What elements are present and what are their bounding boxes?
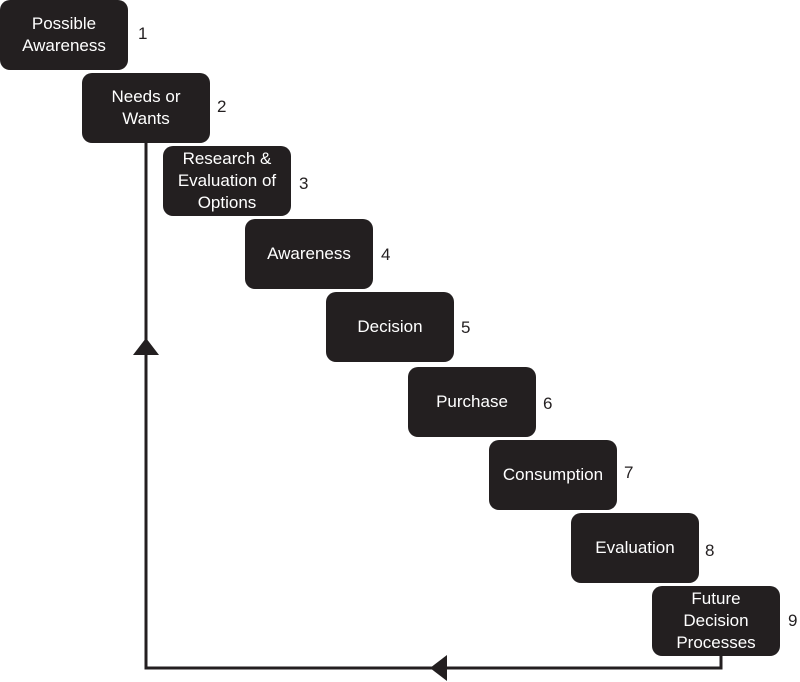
- step-number: 7: [624, 463, 634, 482]
- step-label: Purchase: [436, 392, 508, 411]
- step-label: Consumption: [502, 465, 604, 484]
- step-number: 4: [381, 245, 391, 264]
- step-box-research-evaluation: Research & Evaluation of Options: [163, 146, 291, 216]
- step-label: Needs or Wants: [111, 87, 181, 128]
- arrow-up-icon: [133, 338, 159, 355]
- step-number: 8: [705, 541, 715, 560]
- step-box-evaluation: Evaluation: [571, 513, 699, 583]
- step-number: 9: [788, 611, 798, 630]
- step-box-decision: Decision: [326, 292, 454, 362]
- step-box-needs-or-wants: Needs or Wants: [82, 73, 210, 143]
- step-number: 2: [217, 97, 227, 116]
- arrow-left-icon: [430, 655, 447, 681]
- step-box-future-decision-processes: Future Decision Processes: [652, 586, 780, 656]
- step-label: Decision: [357, 317, 423, 336]
- step-label: Future Decision Processes: [676, 589, 756, 652]
- step-box-consumption: Consumption: [489, 440, 617, 510]
- step-box-purchase: Purchase: [408, 367, 536, 437]
- step-number: 3: [299, 174, 309, 193]
- step-label: Research & Evaluation of Options: [177, 149, 277, 212]
- step-number: 6: [543, 394, 553, 413]
- step-number: 1: [138, 24, 148, 43]
- step-box-possible-awareness: Possible Awareness: [0, 0, 128, 70]
- step-box-awareness: Awareness: [245, 219, 373, 289]
- step-label: Awareness: [267, 244, 351, 263]
- step-label: Evaluation: [595, 538, 675, 557]
- step-label: Possible Awareness: [22, 14, 106, 55]
- step-number: 5: [461, 318, 471, 337]
